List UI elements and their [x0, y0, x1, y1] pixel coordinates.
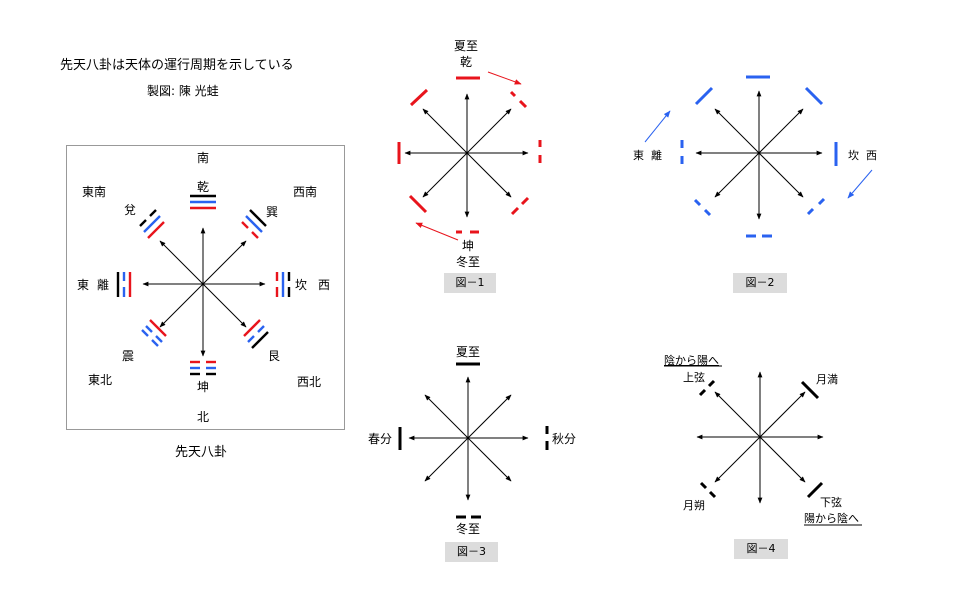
fig1-top-trigram: 乾	[460, 55, 472, 69]
trigram-zhen-label: 震	[122, 349, 134, 363]
fig3-bottom: 冬至	[456, 521, 480, 536]
fig4-bottom-right-note: 陽から陰へ	[804, 511, 859, 525]
fig2-arrow-blue-right	[847, 169, 873, 199]
fig3-right: 秋分	[552, 432, 576, 446]
fig4-top-left: 上弦	[683, 370, 705, 384]
trigram-kun-label: 坤	[197, 379, 209, 394]
fig3-top: 夏至	[456, 345, 480, 359]
direction-northeast: 東北	[88, 373, 112, 387]
trigram-gen-label: 艮	[268, 349, 280, 363]
fig4-bars	[698, 379, 824, 499]
fig1-arrow-red-top	[487, 71, 522, 85]
direction-southwest: 西南	[293, 184, 317, 199]
trigram-xun-label: 巽	[266, 205, 278, 219]
trigram-qian-label: 乾	[197, 180, 209, 194]
trigram-kan-symbol	[275, 272, 291, 297]
fig4-caption: 図－4	[734, 539, 788, 559]
fig3-bars	[398, 362, 549, 519]
fig2-right-labels: 坎 西	[848, 149, 877, 162]
fig4-arrows	[696, 371, 824, 504]
fig4-top-left-note: 陰から陽へ	[664, 353, 719, 367]
fig2-left-labels: 東 離	[633, 148, 662, 162]
trigram-xun-symbol	[241, 209, 267, 239]
fig3-left: 春分	[368, 432, 392, 446]
fig1-top-season: 夏至	[454, 39, 478, 53]
fig1-caption: 図－1	[444, 273, 496, 293]
author-credit: 製図: 陳 光蛙	[147, 84, 219, 98]
fig1-arrow-red-bottom	[415, 222, 459, 241]
trigram-li-label: 離	[97, 278, 109, 292]
trigram-dui-symbol	[139, 209, 165, 239]
direction-south: 南	[197, 150, 209, 165]
fig1-arrows	[404, 93, 529, 218]
main-diagram-caption: 先天八卦	[175, 445, 228, 460]
trigram-zhen-symbol	[141, 319, 167, 347]
direction-east: 東	[77, 278, 89, 292]
bagua-frame	[66, 145, 345, 430]
main-arrows	[142, 227, 266, 357]
trigram-li-symbol	[116, 272, 132, 297]
fig4-bottom-left: 月朔	[683, 499, 705, 512]
trigram-gen-symbol	[243, 319, 269, 349]
page-title: 先天八卦は天体の運行周期を示している	[60, 58, 294, 73]
trigram-qian-symbol	[190, 194, 216, 210]
trigram-kan-label: 坎	[295, 278, 307, 292]
fig1-bars	[397, 76, 542, 234]
fig3-arrows	[408, 376, 529, 501]
direction-west: 西	[318, 278, 330, 292]
fig4-top-right: 月満	[816, 373, 838, 386]
trigram-kun-symbol	[190, 360, 216, 376]
direction-north: 北	[197, 410, 209, 424]
fig2-bars	[680, 75, 838, 238]
fig3-caption: 図－3	[445, 542, 498, 562]
trigram-dui-label: 兌	[124, 203, 136, 217]
fig1-bottom-trigram: 坤	[462, 238, 474, 253]
fig1-bottom-season: 冬至	[456, 254, 480, 269]
fig4-bottom-right: 下弦	[820, 495, 842, 509]
fig2-caption: 図－2	[733, 273, 787, 293]
direction-southeast: 東南	[82, 184, 106, 199]
fig2-arrow-blue-left	[644, 110, 671, 143]
direction-northwest: 西北	[297, 375, 321, 389]
fig2-arrows	[695, 90, 823, 220]
